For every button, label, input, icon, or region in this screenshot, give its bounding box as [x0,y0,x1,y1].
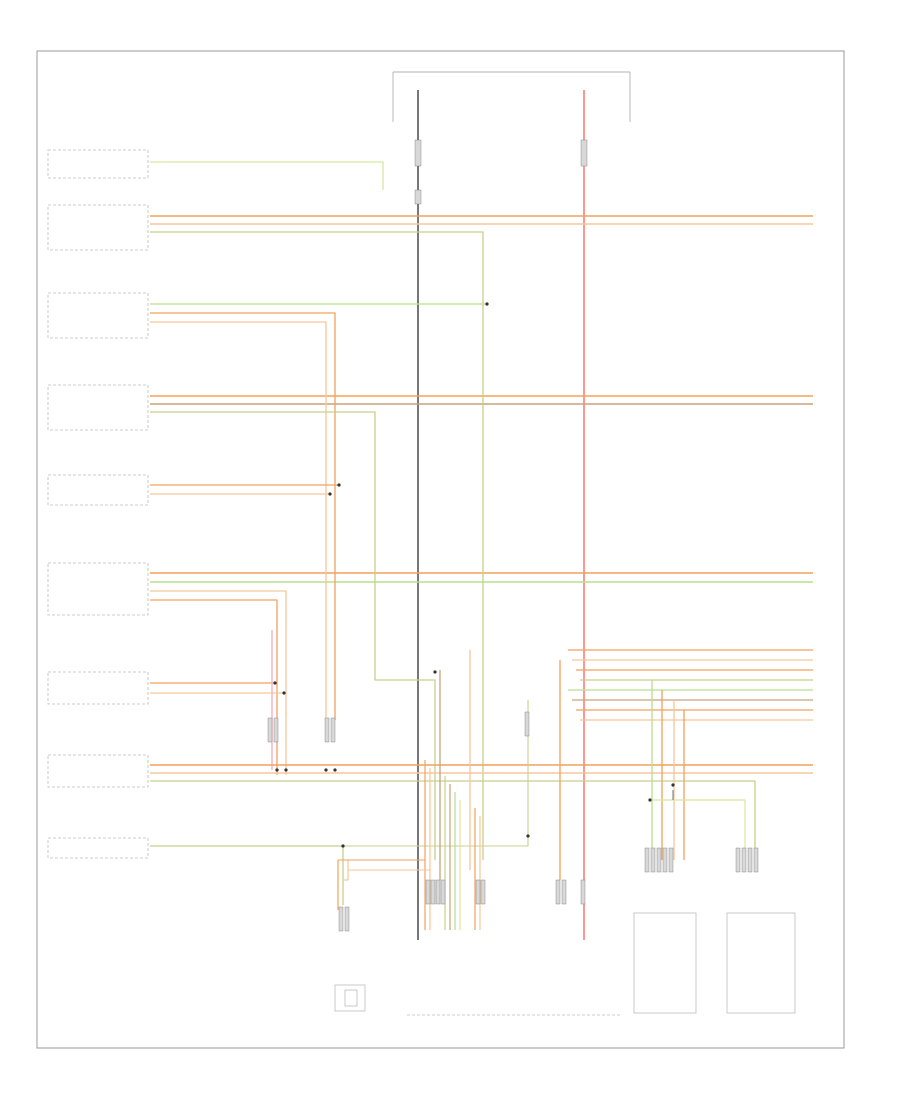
connector-pin [425,879,431,905]
bottom-component-box [726,912,796,1014]
can-high-wire [150,599,278,775]
connector-pin [735,847,741,873]
wire-layer [150,71,813,940]
fuse-connector [414,189,422,205]
connector-pin [267,717,273,743]
splice-node [433,670,437,674]
bottom-component-box [334,984,366,1012]
connector-pin [753,847,759,873]
splice-wire [343,700,529,847]
splice-node [284,768,288,772]
component-box [47,204,149,251]
component-box [47,292,149,339]
connector-pin [561,879,567,905]
wake-wire [150,231,484,860]
wake-wire [150,411,436,860]
splice-node [273,681,277,685]
component-box [47,754,149,788]
fuse-connector [580,139,588,167]
splice-node [648,798,652,802]
connector-pin [747,847,753,873]
headlight-wire [150,161,384,190]
component-box [47,474,149,506]
connector-pin [656,847,662,873]
dlc-connector [344,989,358,1007]
dlc-wire [343,860,349,881]
connector-pin [475,879,481,905]
connector-pin [480,879,486,905]
wake-wire [150,780,756,870]
splice-node [328,492,332,496]
connector-pin [741,847,747,873]
connector-pin [338,906,344,932]
splice-node [341,844,345,848]
connector-pin [430,879,436,905]
component-layer [47,139,796,1016]
connector-pin [524,711,530,737]
connector-pin [440,879,446,905]
diagram-frame [36,50,845,1049]
can-low-wire [150,321,327,720]
trunk-wire [650,799,746,860]
component-box [47,837,149,859]
connector-pin [580,879,586,905]
splice-node [526,834,530,838]
fuse-connector [414,139,422,167]
can-low-wire [150,590,287,775]
component-box [47,562,149,616]
splice-node [275,768,279,772]
connector-pin [435,879,441,905]
junction-layer [273,302,675,848]
can-high-wire [150,312,336,720]
connector-pin [330,717,336,743]
splice-node [671,783,675,787]
component-box [47,149,149,179]
component-box [47,671,149,705]
splice-node [282,691,286,695]
splice-node [485,302,489,306]
connector-pin [662,847,668,873]
connector-pin [273,717,279,743]
splice-node [337,483,341,487]
headlight-wire [150,845,344,905]
splice-node [324,768,328,772]
connector-pin [650,847,656,873]
connector-pin [324,717,330,743]
connector-pin [668,847,674,873]
component-box [47,384,149,431]
connector-pin [344,906,350,932]
bottom-component-box [633,912,697,1014]
connector-pin [555,879,561,905]
splice-node [333,768,337,772]
connector-pin [644,847,650,873]
